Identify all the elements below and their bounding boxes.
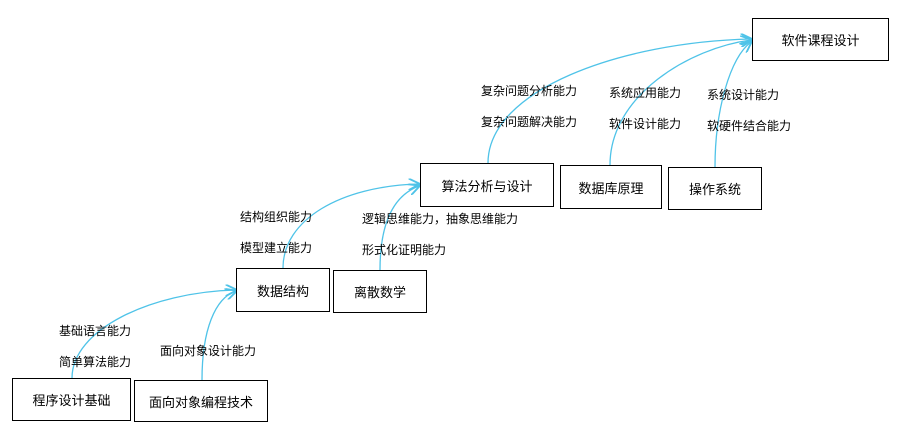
label-logic-abstraction: 逻辑思维能力，抽象思维能力 xyxy=(362,212,519,226)
node-database: 数据库原理 xyxy=(560,165,662,209)
label-complex-solving: 复杂问题解决能力 xyxy=(481,115,578,129)
node-oop-programming: 面向对象编程技术 xyxy=(134,380,268,422)
label-system-application: 系统应用能力 xyxy=(609,86,682,100)
node-operating-system: 操作系统 xyxy=(668,167,762,210)
arrow-os-to-course xyxy=(714,42,751,168)
label-formal-proof: 形式化证明能力 xyxy=(362,243,447,257)
node-software-course-design: 软件课程设计 xyxy=(752,18,889,61)
node-discrete-math: 离散数学 xyxy=(333,270,427,313)
label-hw-sw-integration: 软硬件结合能力 xyxy=(707,119,792,133)
label-simple-algorithm: 简单算法能力 xyxy=(59,355,132,369)
node-algorithm-design: 算法分析与设计 xyxy=(420,163,554,207)
node-data-structure: 数据结构 xyxy=(236,268,330,312)
arrow-database-to-course xyxy=(609,40,751,166)
arrow-programming-to-datastructure xyxy=(71,290,236,379)
label-system-design: 系统设计能力 xyxy=(707,88,780,102)
arrow-discrete-to-algorithm xyxy=(379,186,419,271)
label-model-building: 模型建立能力 xyxy=(240,241,313,255)
arrow-oop-to-datastructure xyxy=(201,291,236,381)
label-oo-design: 面向对象设计能力 xyxy=(160,344,257,358)
arrow-datastructure-to-algorithm xyxy=(282,184,419,269)
node-programming-basics: 程序设计基础 xyxy=(12,378,131,421)
label-complex-analysis: 复杂问题分析能力 xyxy=(481,84,578,98)
label-structure-organization: 结构组织能力 xyxy=(240,210,313,224)
label-software-design: 软件设计能力 xyxy=(609,117,682,131)
label-basic-language: 基础语言能力 xyxy=(59,324,132,338)
arrow-algorithm-to-course xyxy=(487,39,751,164)
